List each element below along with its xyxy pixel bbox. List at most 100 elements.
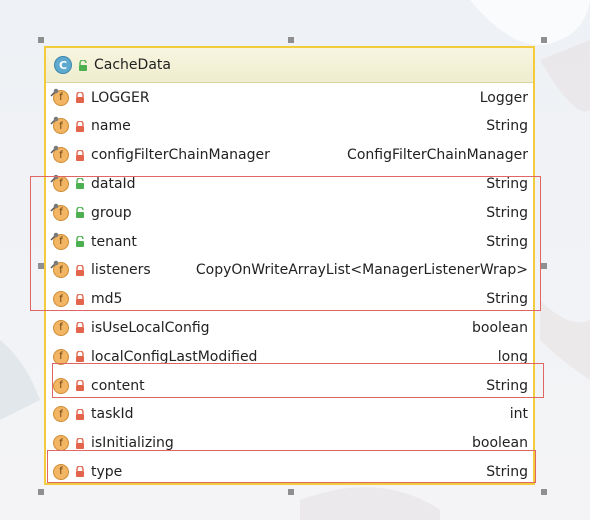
private-lock-icon (76, 466, 84, 478)
field-type: String (486, 233, 528, 250)
static-pin-icon (50, 232, 59, 241)
field-icon-letter: f (59, 437, 63, 449)
public-lock-icon (76, 207, 84, 219)
class-header[interactable]: C CacheData (46, 48, 533, 83)
field-row[interactable]: f isInitializing boolean (46, 429, 533, 458)
field-icon-letter: f (59, 466, 63, 478)
field-icon-letter: f (59, 178, 63, 190)
field-icon-letter: f (59, 120, 63, 132)
field-icon: f (53, 291, 69, 308)
static-pin-icon (50, 88, 59, 97)
field-row[interactable]: f taskId int (46, 400, 533, 429)
field-icon: f (53, 463, 69, 480)
resize-handle-left[interactable] (38, 263, 44, 269)
class-name: CacheData (94, 57, 171, 73)
field-icon-letter: f (59, 207, 63, 219)
field-icon: f (50, 88, 69, 106)
resize-handle-top[interactable] (288, 37, 294, 43)
resize-handle-bottom-left[interactable] (38, 489, 44, 495)
field-name: dataId (91, 175, 136, 192)
private-lock-icon (76, 437, 84, 449)
private-lock-icon (76, 351, 84, 363)
field-icon: f (53, 406, 69, 423)
field-icon: f (50, 203, 69, 221)
field-icon-letter: f (59, 149, 63, 161)
field-name: isInitializing (91, 435, 174, 452)
public-lock-icon (76, 178, 84, 190)
field-icon: f (53, 319, 69, 336)
field-icon: f (53, 435, 69, 452)
field-icon: f (50, 116, 69, 135)
field-row[interactable]: f LOGGER Logger (46, 83, 533, 112)
field-row[interactable]: f listeners CopyOnWriteArrayList<ManagerLi… (46, 256, 533, 285)
field-type: String (486, 204, 528, 221)
field-icon: f (50, 260, 69, 279)
static-pin-icon (50, 260, 59, 269)
private-lock-icon (76, 149, 84, 161)
field-icon-letter: f (59, 408, 63, 420)
field-type: long (497, 348, 528, 365)
field-row[interactable]: f isUseLocalConfig boolean (46, 313, 533, 342)
field-type: Logger (479, 89, 528, 106)
field-name: LOGGER (91, 89, 150, 106)
field-name: tenant (91, 233, 137, 250)
field-name: localConfigLastModified (91, 348, 258, 365)
field-row[interactable]: f type String (46, 457, 533, 486)
private-lock-icon (76, 293, 84, 305)
private-lock-icon (76, 408, 84, 420)
resize-handle-right[interactable] (541, 263, 547, 269)
field-row[interactable]: f content String (46, 371, 533, 400)
private-lock-icon (76, 264, 84, 276)
field-icon: f (53, 348, 69, 365)
field-icon-letter: f (59, 92, 63, 103)
private-lock-icon (76, 92, 84, 103)
field-icon-letter: f (59, 380, 63, 391)
field-type: String (486, 118, 528, 135)
field-icon-letter: f (59, 322, 63, 334)
field-type: String (486, 463, 528, 480)
field-row[interactable]: f localConfigLastModified long (46, 342, 533, 371)
resize-handle-bottom-right[interactable] (541, 489, 547, 495)
field-name: type (91, 463, 123, 480)
class-icon-letter: C (58, 58, 68, 72)
field-name: group (91, 204, 132, 221)
field-type: String (486, 377, 528, 394)
field-name: listeners (91, 262, 151, 279)
static-pin-icon (50, 174, 59, 183)
field-icon-letter: f (59, 264, 63, 276)
field-icon-letter: f (59, 236, 63, 247)
field-name: isUseLocalConfig (91, 319, 210, 336)
resize-handle-top-left[interactable] (38, 37, 44, 43)
static-pin-icon (50, 203, 59, 212)
field-row[interactable]: f tenant String (46, 227, 533, 256)
field-name: taskId (91, 406, 134, 423)
field-icon-letter: f (59, 351, 63, 363)
field-icon-letter: f (59, 293, 63, 305)
field-icon: f (50, 232, 69, 250)
public-lock-icon (76, 236, 84, 247)
field-type: CopyOnWriteArrayList<ManagerListenerWrap… (195, 262, 528, 279)
field-row[interactable]: f dataId String (46, 169, 533, 198)
static-pin-icon (50, 116, 59, 125)
resize-handle-bottom[interactable] (288, 489, 294, 495)
field-row[interactable]: f name String (46, 112, 533, 141)
field-type: boolean (472, 435, 528, 452)
resize-handle-top-right[interactable] (541, 37, 547, 43)
field-icon: f (50, 145, 69, 164)
static-pin-icon (50, 145, 59, 154)
field-icon: f (50, 174, 69, 192)
field-icon: f (53, 377, 69, 394)
field-type: String (486, 175, 528, 192)
class-icon: C (54, 56, 72, 74)
field-name: name (91, 118, 131, 135)
field-row[interactable]: f group String (46, 198, 533, 227)
field-name: configFilterChainManager (91, 147, 270, 164)
field-type: int (509, 406, 528, 423)
field-name: content (91, 377, 145, 394)
field-type: ConfigFilterChainManager (347, 147, 528, 164)
field-type: boolean (472, 319, 528, 336)
field-row[interactable]: f configFilterChainManager ConfigFilterCha… (46, 141, 533, 170)
